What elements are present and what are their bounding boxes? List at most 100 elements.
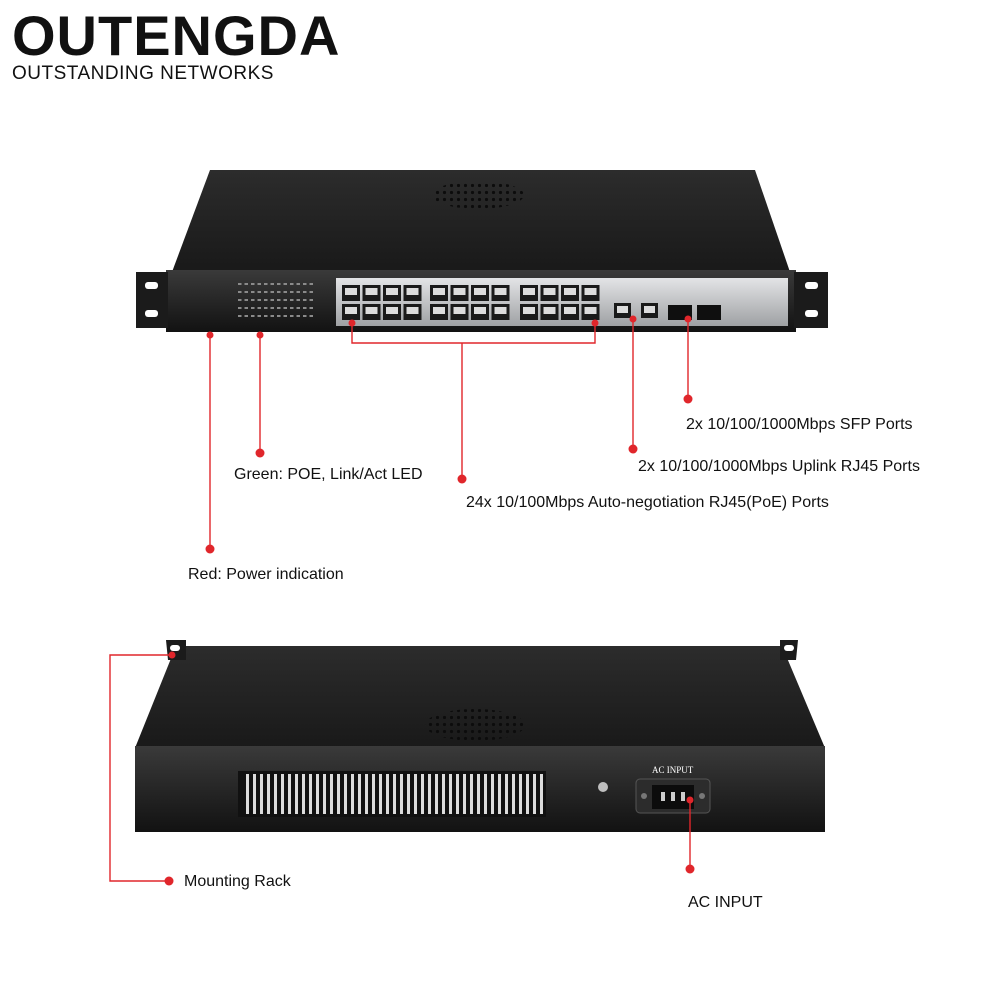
led-indicator (270, 315, 274, 317)
led-indicator (277, 291, 281, 293)
rj45-port-contacts (564, 307, 576, 314)
brand-logo: OUTENGDA OUTSTANDING NETWORKS (12, 6, 340, 84)
led-indicator (290, 283, 294, 285)
brand-name: OUTENGDA (12, 4, 341, 67)
ground-screw-icon (598, 782, 608, 792)
led-indicator (277, 299, 281, 301)
rj45-port-contacts (584, 288, 597, 295)
led-indicator (251, 299, 255, 301)
led-indicator (290, 299, 294, 301)
ac-input-label: AC INPUT (688, 894, 763, 911)
rj45-port-contacts (345, 288, 357, 295)
led-dot (256, 331, 264, 339)
led-label: Green: POE, Link/Act LED (234, 466, 423, 483)
mounting-callout-dot (164, 876, 174, 886)
led-indicator (257, 307, 261, 309)
ac-input-panel-label: AC INPUT (652, 765, 694, 775)
rear-mounting-ear-right (780, 640, 798, 660)
rj45-port-contacts (523, 288, 535, 295)
ac-socket-dot (686, 796, 694, 804)
uplink-port-contacts (644, 306, 655, 313)
led-indicator (244, 291, 248, 293)
rack-ear-right (794, 272, 828, 328)
led-indicator (309, 315, 313, 317)
sfp-callout-dot (683, 394, 693, 404)
led-indicator (283, 291, 287, 293)
led-indicator (283, 307, 287, 309)
led-indicator (296, 283, 300, 285)
led-indicator (283, 299, 287, 301)
rj45-port-contacts (523, 307, 535, 314)
callout-lines (109, 320, 691, 882)
led-indicator (277, 307, 281, 309)
led-indicator (270, 307, 274, 309)
poe-right-dot (591, 319, 599, 327)
led-indicator (251, 315, 255, 317)
led-indicator (270, 291, 274, 293)
rear-switch: AC INPUT (135, 640, 825, 832)
led-indicator (303, 307, 307, 309)
sfp-port (697, 305, 721, 320)
poe-port-block (342, 285, 600, 320)
led-indicator (257, 299, 261, 301)
led-indicator (270, 283, 274, 285)
led-indicator (303, 299, 307, 301)
led-indicator (238, 315, 242, 317)
poe-callout-bracket (351, 325, 596, 344)
led-indicator (277, 315, 281, 317)
rj45-port-contacts (474, 307, 486, 314)
rear-mounting-ear-left (166, 640, 186, 660)
led-indicator (264, 307, 268, 309)
led-indicator (244, 283, 248, 285)
led-indicator (283, 315, 287, 317)
led-indicator (303, 283, 307, 285)
rj45-port-contacts (433, 307, 445, 314)
rj45-port-contacts (345, 307, 357, 314)
sfp-dot (684, 315, 692, 323)
led-indicator (238, 299, 242, 301)
mounting-dot (168, 651, 176, 659)
front-switch (136, 170, 828, 332)
led-indicator (309, 291, 313, 293)
rj45-port-contacts (494, 307, 507, 314)
led-indicator (257, 283, 261, 285)
callout-dots (164, 315, 695, 886)
rj45-port-contacts (543, 288, 556, 295)
ac-callout-dot (685, 864, 695, 874)
led-indicator (264, 291, 268, 293)
led-indicator (290, 307, 294, 309)
led-indicator (303, 315, 307, 317)
led-indicator (264, 315, 268, 317)
brand-tagline: OUTSTANDING NETWORKS (12, 63, 274, 84)
led-indicator (270, 299, 274, 301)
power-led-dot (206, 331, 214, 339)
rj45-port-contacts (584, 307, 597, 314)
led-indicator (309, 283, 313, 285)
led-indicator (290, 315, 294, 317)
led-indicator (309, 299, 313, 301)
rear-top-vent (425, 709, 525, 741)
led-indicator (257, 315, 261, 317)
poe-callout-dot (457, 474, 467, 484)
rj45-port-contacts (406, 288, 419, 295)
led-indicator (264, 299, 268, 301)
rj45-port-contacts (433, 288, 445, 295)
led-indicator (251, 307, 255, 309)
rj45-port-contacts (386, 307, 398, 314)
mounting-rack-label: Mounting Rack (184, 873, 291, 890)
rj45-port-contacts (406, 307, 419, 314)
poe-left-dot (348, 319, 356, 327)
uplink-port-contacts (617, 306, 628, 313)
led-indicator (238, 283, 242, 285)
rj45-port-contacts (494, 288, 507, 295)
rj45-port-contacts (543, 307, 556, 314)
led-indicator (296, 315, 300, 317)
led-indicator (244, 315, 248, 317)
sfp-ports-label: 2x 10/100/1000Mbps SFP Ports (686, 416, 913, 433)
power-indication-label: Red: Power indication (188, 566, 344, 583)
uplink-ports (614, 303, 658, 318)
rj45-port-contacts (453, 307, 466, 314)
uplink-ports-label: 2x 10/100/1000Mbps Uplink RJ45 Ports (638, 458, 920, 475)
rj45-port-contacts (564, 288, 576, 295)
